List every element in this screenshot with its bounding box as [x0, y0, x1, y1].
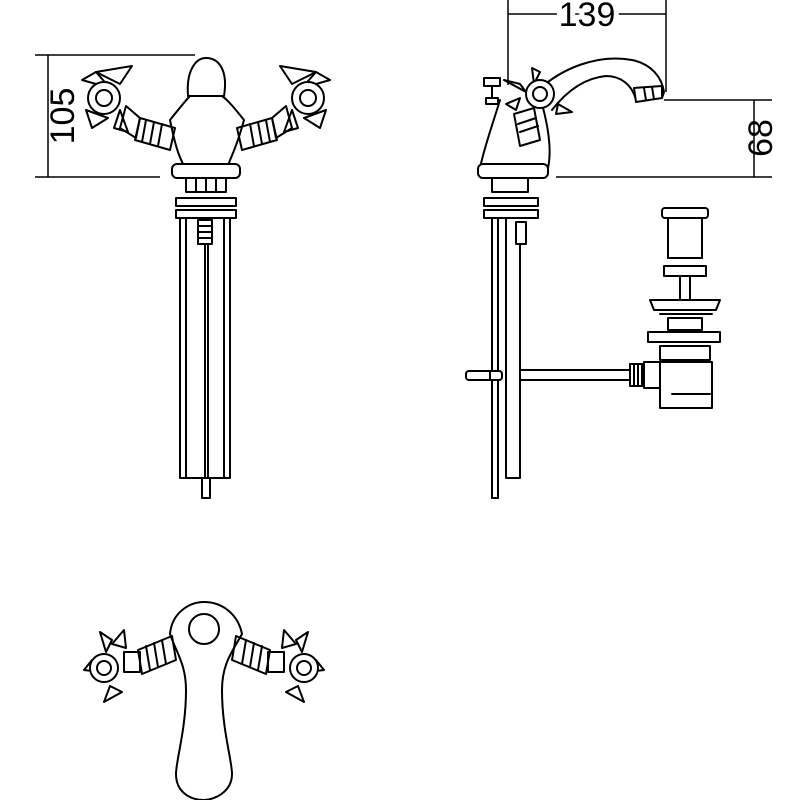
dimension-height: 105 [35, 54, 195, 178]
popup-rod [465, 363, 645, 387]
dimension-reach: 139 [507, 0, 667, 92]
popup-waste [643, 207, 721, 409]
side-spout [529, 57, 665, 111]
mounting-shank [175, 177, 237, 499]
dimension-68-label: 68 [742, 119, 780, 157]
side-base-flange [477, 163, 549, 179]
plan-left-handle [83, 629, 177, 703]
plan-view [83, 601, 325, 800]
plan-right-handle [231, 629, 325, 703]
popup-knob [483, 77, 501, 105]
spout-aerator [633, 85, 663, 103]
right-cross-handle [236, 65, 331, 151]
side-cross-handle [503, 67, 573, 147]
plan-spout-cap [188, 613, 220, 645]
spout-nozzle [186, 57, 226, 97]
mixer-body [169, 95, 245, 167]
side-view: 139 68 [465, 0, 780, 499]
base-flange [171, 163, 241, 179]
side-shank [483, 177, 539, 499]
plan-body-spout [169, 601, 243, 800]
front-view: 105 [35, 54, 331, 499]
left-cross-handle [81, 65, 176, 151]
dimension-105-label: 105 [44, 88, 82, 145]
dimension-spout-height: 68 [556, 99, 780, 178]
dimension-139-label: 139 [559, 0, 616, 34]
